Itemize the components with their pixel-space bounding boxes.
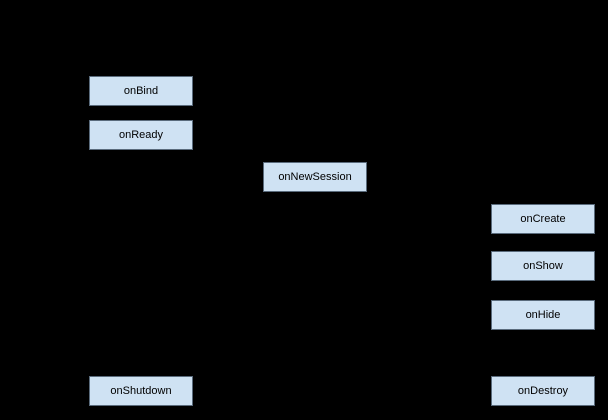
node-onnewsession: onNewSession [263, 162, 367, 192]
node-oncreate: onCreate [491, 204, 595, 234]
node-onhide: onHide [491, 300, 595, 330]
node-onshow: onShow [491, 251, 595, 281]
node-onbind: onBind [89, 76, 193, 106]
node-ondestroy: onDestroy [491, 376, 595, 406]
node-onshutdown: onShutdown [89, 376, 193, 406]
node-onready: onReady [89, 120, 193, 150]
